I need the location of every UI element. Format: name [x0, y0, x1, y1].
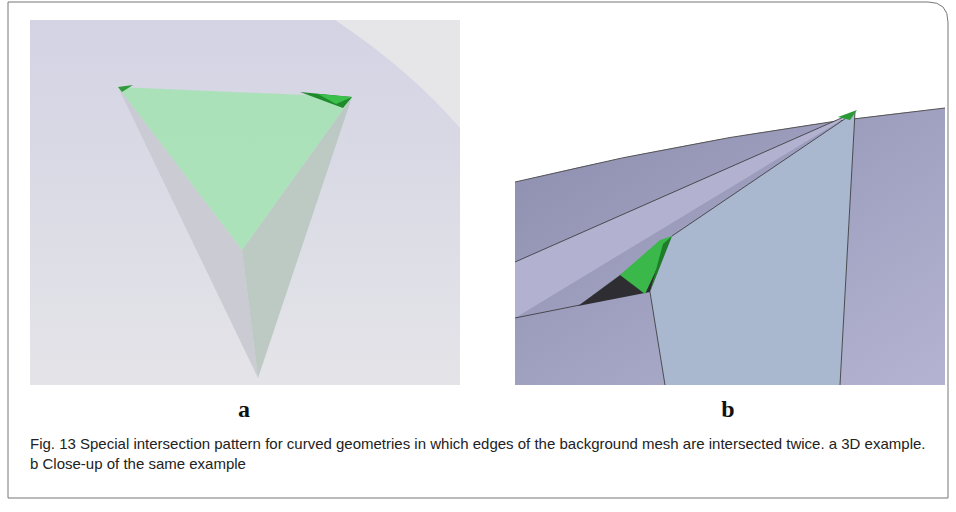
- panel-label: a: [238, 396, 250, 423]
- panel-label: b: [721, 396, 734, 423]
- panel-b-render: [515, 20, 945, 385]
- figure-caption: Fig. 13 Special intersection pattern for…: [30, 434, 930, 474]
- figure-frame: [8, 2, 948, 498]
- panel-a-render: [30, 20, 460, 385]
